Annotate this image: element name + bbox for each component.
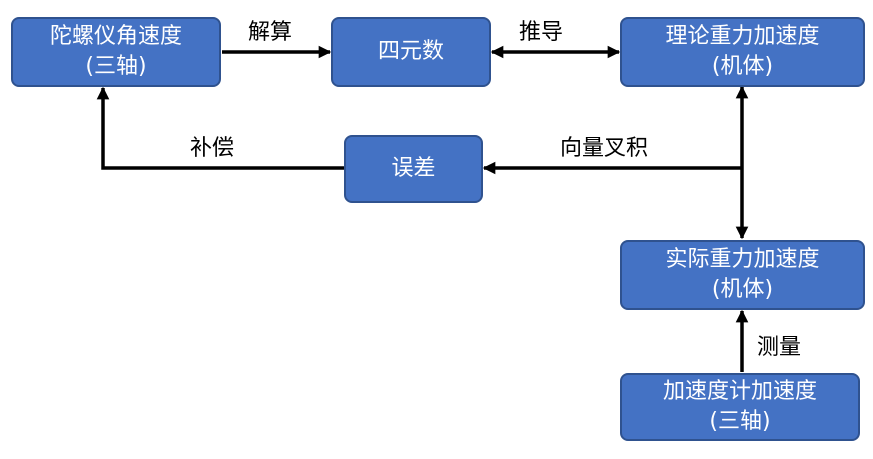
node-quaternion-line1: 四元数 [377,39,444,64]
node-accelerometer-line2: (三轴) [709,409,771,434]
node-accelerometer-line1: 加速度计加速度 [662,379,817,404]
edge-label-cross-product: 向量叉积 [560,136,649,161]
node-actual-gravity-line1: 实际重力加速度 [665,247,820,272]
node-actual-gravity-line2: (机体) [711,277,774,302]
edge-label-compensate: 补偿 [190,136,235,161]
node-quaternion[interactable]: 四元数 [331,17,491,87]
node-error[interactable]: 误差 [344,135,483,203]
node-accelerometer[interactable]: 加速度计加速度 (三轴) [620,373,860,441]
node-actual-gravity[interactable]: 实际重力加速度 (机体) [620,240,865,310]
node-gyro-line2: (三轴) [85,54,147,79]
node-theoretical-gravity[interactable]: 理论重力加速度 (机体) [620,17,865,87]
edge-label-solve: 解算 [248,20,293,45]
node-gyro[interactable]: 陀螺仪角速度 (三轴) [11,17,221,87]
edge-label-measure: 测量 [757,335,802,360]
node-theoretical-gravity-line2: (机体) [711,54,774,79]
edge-compensate [96,86,345,170]
edge-label-derive: 推导 [519,20,564,45]
node-theoretical-gravity-line1: 理论重力加速度 [665,24,820,49]
node-error-line1: 误差 [391,156,436,181]
node-gyro-line1: 陀螺仪角速度 [49,24,182,49]
